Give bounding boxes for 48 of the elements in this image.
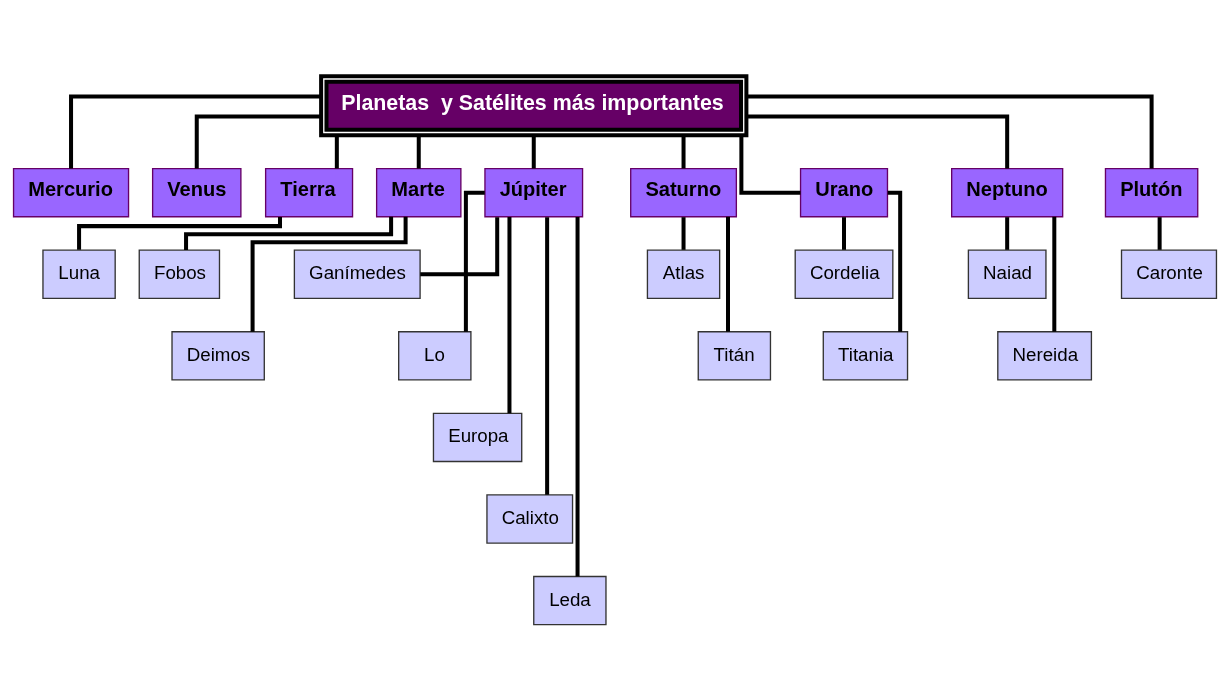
connector [739, 134, 801, 195]
connector [1005, 216, 1010, 250]
node-box: Titán [697, 330, 772, 381]
node-box: Tierra [264, 167, 354, 217]
node-box: Urano [799, 167, 889, 217]
connector [420, 216, 500, 276]
node-box: Leda [533, 575, 607, 625]
connector [507, 216, 512, 413]
connector [1052, 216, 1057, 332]
node-box: Nereida [997, 330, 1093, 381]
node-box: Calixto [486, 493, 574, 544]
connector [545, 216, 550, 495]
node-box: Venus [151, 167, 242, 217]
connector [463, 190, 485, 332]
connector [575, 216, 580, 576]
node-box: Mercurio [12, 167, 130, 217]
node-box: Lo [398, 330, 472, 381]
connector [69, 93, 321, 168]
node-box: Naiad [967, 249, 1047, 299]
connector [194, 113, 321, 169]
node-box: Caronte [1120, 249, 1218, 299]
connector [1157, 216, 1162, 250]
connector [334, 134, 339, 168]
connector [726, 216, 730, 332]
node-box: Ganímedes [293, 249, 421, 299]
node-box: Luna [42, 249, 116, 299]
connector [746, 93, 1154, 168]
node-box: Cordelia [794, 249, 894, 299]
node-box: Júpiter [484, 167, 584, 217]
connector [531, 134, 536, 168]
node-box: Plutón [1104, 167, 1199, 217]
node-box: Marte [375, 167, 462, 217]
connector [681, 216, 686, 250]
connector [746, 113, 1010, 169]
connector [681, 134, 686, 168]
node-box: Neptuno [951, 167, 1064, 217]
connector [887, 190, 903, 332]
node-box: Planetas y Satélites más importantes [319, 73, 749, 137]
connector [184, 216, 394, 250]
connector [842, 216, 847, 250]
connector [250, 216, 408, 332]
node-box: Europa [432, 412, 523, 462]
node-box: Saturno [630, 167, 738, 217]
node-box: Atlas [646, 249, 721, 299]
node-box: Deimos [171, 330, 265, 381]
node-box: Fobos [138, 249, 221, 299]
node-box: Titania [822, 330, 909, 381]
connector [416, 134, 421, 168]
